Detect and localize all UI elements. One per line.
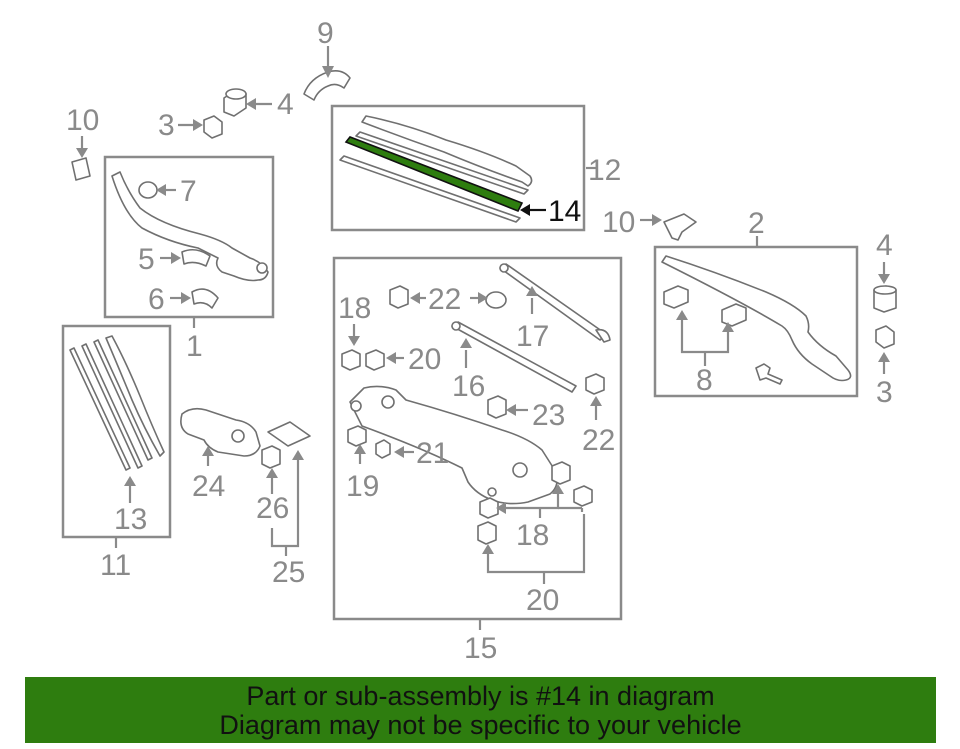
bushing-part-21 <box>375 439 391 459</box>
callout-20-left: 20 <box>408 343 441 376</box>
parts-diagram: 9 4 3 10 7 5 6 1 13 11 12 14 <box>61 17 897 665</box>
callout-25: 25 <box>272 556 305 589</box>
callout-19: 19 <box>346 470 379 503</box>
bolt-part-arm <box>755 363 783 385</box>
callout-2: 2 <box>748 207 765 240</box>
bushing-part-22-right <box>585 373 605 395</box>
nut-part-3-right <box>875 325 895 349</box>
callout-18-right: 18 <box>516 519 549 552</box>
bushing-part-20-left <box>365 349 385 371</box>
box-wiper-arm-group <box>103 155 275 319</box>
callout-10-right: 10 <box>602 206 635 239</box>
blade-refill-strip-c <box>93 339 153 461</box>
cap-part-8-b <box>721 303 747 327</box>
callout-23: 23 <box>532 399 565 432</box>
callout-18-left: 18 <box>338 292 371 325</box>
callout-13: 13 <box>114 503 147 536</box>
bushing-part-18 <box>341 349 361 371</box>
callout-6: 6 <box>148 283 165 316</box>
part-notice-banner: Part or sub-assembly is #14 in diagram D… <box>25 677 936 743</box>
callout-10-left: 10 <box>66 104 99 137</box>
bushing-part-18-a <box>551 461 571 485</box>
callout-7: 7 <box>180 175 197 208</box>
grommet-part-26 <box>261 445 281 469</box>
callout-9: 9 <box>317 17 334 50</box>
callout-11: 11 <box>100 549 131 582</box>
bushing-part-18-b <box>573 485 593 507</box>
cap-part-8-a <box>663 285 689 309</box>
linkage-frame <box>349 385 558 505</box>
blade-assembly-part-12 <box>361 115 533 187</box>
spacer-part-5 <box>181 248 211 267</box>
callout-3-top: 3 <box>158 109 175 142</box>
callout-12: 12 <box>588 154 621 187</box>
wiper-arm-part-1 <box>111 171 269 282</box>
bushing-part-18-c <box>479 497 499 519</box>
callout-15: 15 <box>464 632 497 665</box>
cap-part-7 <box>138 181 158 199</box>
wiper-arm-part-2 <box>661 255 852 382</box>
banner-line-disclaimer: Diagram may not be specific to your vehi… <box>219 710 742 740</box>
clip-part-10-left <box>71 157 91 181</box>
callout-16: 16 <box>452 370 485 403</box>
bushing-part-19 <box>347 425 367 447</box>
callout-20-bottom: 20 <box>526 584 559 617</box>
blade-frame-strip <box>355 131 529 195</box>
blade-refill-part-14-highlight <box>344 136 524 213</box>
callout-22-top: 22 <box>428 283 461 316</box>
callout-26: 26 <box>256 492 289 525</box>
blade-part-13 <box>105 335 165 457</box>
motor-part-24 <box>180 407 261 457</box>
callout-3-right: 3 <box>876 376 893 409</box>
clip-part-10-right <box>663 213 697 241</box>
callout-8: 8 <box>696 364 713 397</box>
callout-14: 14 <box>548 195 581 228</box>
callout-4-top: 4 <box>277 88 294 121</box>
bushing-part-22-top <box>389 285 409 309</box>
bushing-part-20-bottom <box>477 521 497 545</box>
callout-17: 17 <box>516 320 549 353</box>
box-blade-group-12 <box>330 104 586 232</box>
nut-part-3-top <box>203 115 223 139</box>
callout-22-right: 22 <box>582 424 615 457</box>
cover-part-25 <box>267 421 311 447</box>
blade-refill-strip-lower <box>339 155 521 223</box>
callout-5: 5 <box>138 243 155 276</box>
banner-line-part-number: Part or sub-assembly is #14 in diagram <box>246 681 715 711</box>
callout-21: 21 <box>416 437 449 470</box>
bushing-part-23 <box>487 395 507 419</box>
blade-refill-strip-b <box>81 343 143 469</box>
nut-part-22-top <box>485 291 507 309</box>
callout-4-right: 4 <box>876 229 893 262</box>
blade-refill-strip-a <box>69 347 131 471</box>
cover-part-6 <box>191 288 219 309</box>
callout-1: 1 <box>186 330 203 363</box>
box-linkage-group <box>332 256 623 621</box>
callout-24: 24 <box>192 470 225 503</box>
cover-part-9 <box>303 70 351 101</box>
